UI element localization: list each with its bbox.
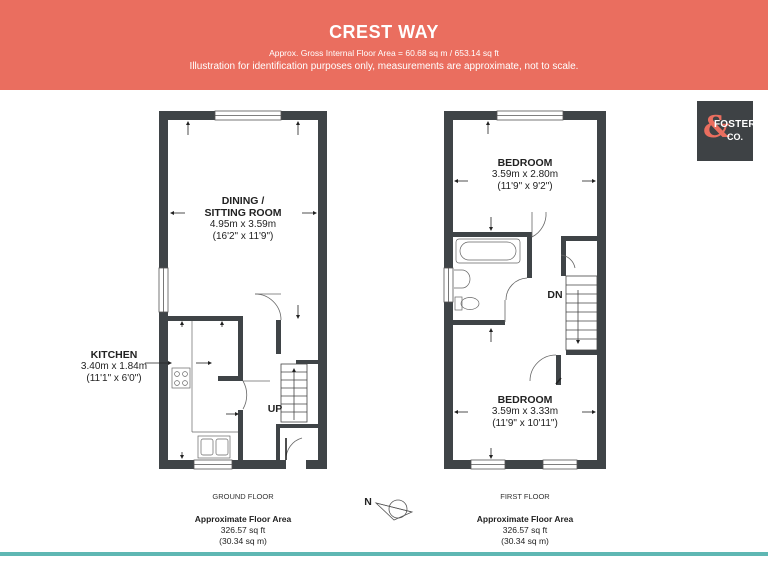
agency-logo: & FOSTER CO. (697, 101, 756, 161)
first-floor-plan (443, 110, 606, 470)
dining-name-line2: SITTING ROOM (204, 207, 282, 219)
compass-icon (374, 499, 414, 521)
footer-accent-line (0, 552, 768, 556)
gf-kitchen-counters (191, 321, 238, 433)
ff-bedroom1-wall (453, 232, 532, 237)
ground-floor-plan (145, 110, 327, 470)
ff-bathroom-wall (453, 320, 505, 325)
room-label-kitchen: KITCHEN 3.40m x 1.84m (11'1" x 6'0") (66, 349, 162, 385)
ff-wall-bottom (444, 460, 606, 469)
logo-line1: FOSTER (714, 119, 756, 130)
gf-stairs (280, 363, 308, 423)
dining-name-line1: DINING / (221, 195, 265, 207)
bedroom2-name: BEDROOM (497, 394, 553, 406)
ff-dimension-arrows (454, 121, 596, 459)
dining-imperial: (16'2" x 11'9") (212, 231, 274, 242)
gf-area-sqm: (30.34 sq m) (219, 536, 267, 546)
kitchen-name: KITCHEN (90, 349, 138, 361)
room-label-bedroom-2: BEDROOM 3.59m x 3.33m (11'9" x 10'11") (470, 394, 580, 430)
ampersand-icon: & (703, 110, 731, 145)
gf-wall-right (318, 111, 327, 469)
logo-line2: CO. (727, 132, 744, 142)
gf-dimension-arrows (145, 121, 317, 459)
gross-area-line: Approx. Gross Internal Floor Area = 60.6… (269, 48, 499, 58)
first-floor-caption: FIRST FLOOR (500, 492, 550, 501)
property-title: CREST WAY (329, 22, 439, 42)
gf-kitchen-wall (168, 316, 242, 321)
bedroom1-name: BEDROOM (497, 157, 553, 169)
stairs-down-label: DN (547, 289, 563, 301)
toilet-icon (454, 296, 480, 311)
disclaimer-line: Illustration for identification purposes… (189, 61, 579, 72)
ff-area-sqft: 326.57 sq ft (502, 525, 548, 535)
bedroom2-metric: 3.59m x 3.33m (491, 406, 559, 417)
ff-stairs (565, 275, 598, 351)
ff-area-heading: Approximate Floor Area (476, 514, 574, 524)
basin-icon (454, 269, 471, 289)
dining-metric: 4.95m x 3.59m (209, 219, 277, 230)
gf-area-heading: Approximate Floor Area (194, 514, 292, 524)
sink-icon (197, 435, 231, 459)
ground-floor-area: Approximate Floor Area 326.57 sq ft (30.… (173, 514, 313, 547)
ff-wall-right (597, 111, 606, 469)
first-floor-area: Approximate Floor Area 326.57 sq ft (30.… (455, 514, 595, 547)
ground-floor-caption: GROUND FLOOR (212, 492, 274, 501)
bedroom1-imperial: (11'9" x 9'2") (497, 181, 553, 192)
gf-wall-bottom (159, 460, 327, 469)
stairs-up-label: UP (267, 403, 283, 415)
kitchen-metric: 3.40m x 1.84m (80, 361, 148, 372)
bedroom1-metric: 3.59m x 2.80m (491, 169, 559, 180)
gf-stair-wall (276, 320, 281, 354)
room-label-bedroom-1: BEDROOM 3.59m x 2.80m (11'9" x 9'2") (470, 157, 580, 193)
kitchen-imperial: (11'1" x 6'0") (86, 373, 142, 384)
gf-front-door-gap (286, 460, 306, 469)
compass-north-label: N (364, 496, 372, 508)
bath-icon (455, 238, 521, 264)
gf-area-sqft: 326.57 sq ft (220, 525, 266, 535)
ff-area-sqm: (30.34 sq m) (501, 536, 549, 546)
hob-icon (171, 367, 191, 389)
bedroom2-imperial: (11'9" x 10'11") (492, 418, 558, 429)
header-banner: CREST WAY Approx. Gross Internal Floor A… (0, 0, 768, 90)
room-label-dining: DINING / SITTING ROOM 4.95m x 3.59m (16'… (190, 195, 296, 243)
